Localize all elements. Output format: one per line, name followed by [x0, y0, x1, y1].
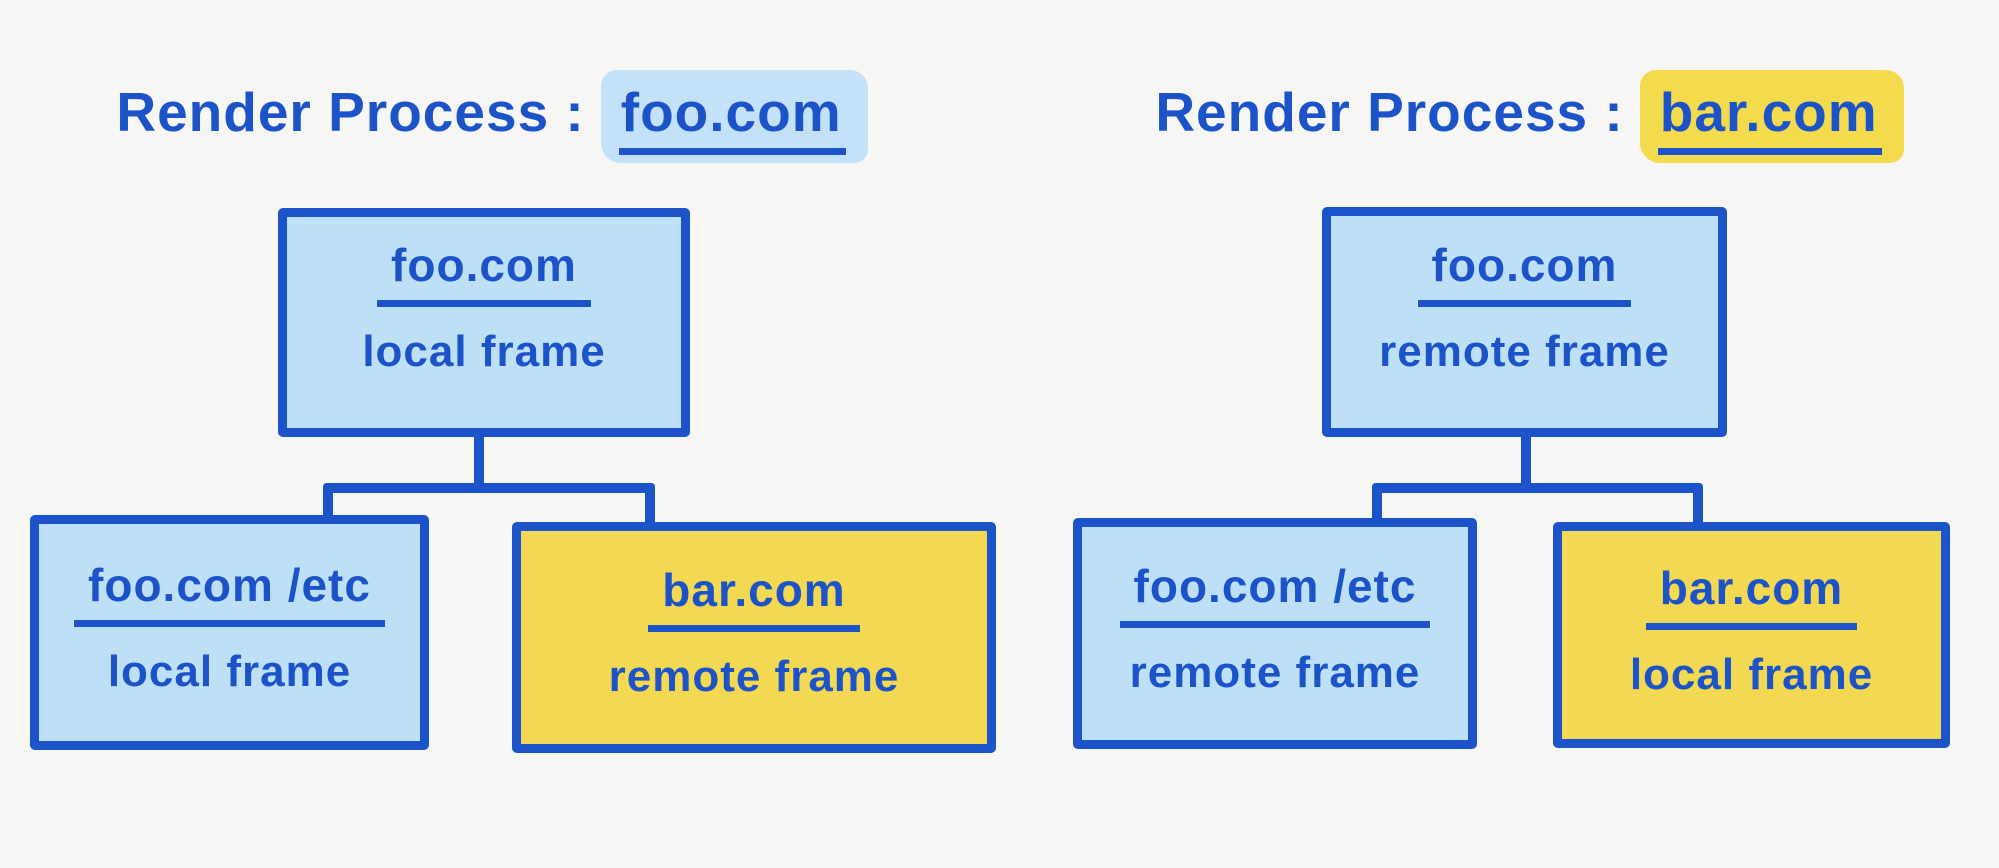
frame-origin: bar.com — [648, 563, 860, 632]
frame-type: local frame — [1629, 649, 1874, 699]
connector-drop-right — [1693, 483, 1703, 532]
child-frame-box-left: foo.com /etc remote frame — [1073, 518, 1477, 749]
child-frame-box-right: bar.com remote frame — [512, 522, 996, 753]
title-domain: bar.com — [1657, 80, 1882, 155]
title-domain-highlight: bar.com — [1639, 70, 1904, 163]
frame-origin: foo.com — [1417, 238, 1632, 307]
title-domain-highlight: foo.com — [600, 70, 868, 163]
frame-type: local frame — [362, 327, 606, 376]
connector-horizontal — [323, 483, 655, 493]
frame-type: remote frame — [608, 652, 900, 701]
connector-horizontal — [1372, 483, 1703, 493]
frame-origin: foo.com /etc — [1119, 559, 1431, 628]
diagram-title: Render Process : foo.com — [0, 70, 992, 163]
frame-origin: bar.com — [1645, 561, 1858, 630]
title-prefix: Render Process : — [116, 81, 585, 143]
connector-drop-right — [645, 483, 655, 532]
frame-origin: foo.com /etc — [74, 558, 385, 627]
title-domain: foo.com — [618, 80, 846, 155]
frame-origin: foo.com — [377, 238, 591, 307]
frame-type: remote frame — [1379, 326, 1670, 376]
render-process-foo-diagram: Render Process : foo.com foo.com local f… — [0, 70, 996, 753]
root-frame-box: foo.com local frame — [278, 208, 690, 437]
root-frame-box: foo.com remote frame — [1322, 207, 1727, 437]
connector-drop-left — [323, 483, 333, 525]
child-frame-box-left: foo.com /etc local frame — [30, 515, 429, 750]
connector-stub — [474, 428, 484, 492]
render-process-bar-diagram: Render Process : bar.com foo.com remote … — [1000, 0, 1999, 868]
frame-type: remote frame — [1129, 648, 1421, 697]
title-prefix: Render Process : — [1155, 81, 1624, 143]
connector-drop-left — [1372, 483, 1382, 528]
frame-type: local frame — [107, 647, 352, 696]
connector-stub — [1521, 428, 1531, 492]
diagram-title: Render Process : bar.com — [1030, 70, 1999, 163]
child-frame-box-right: bar.com local frame — [1553, 522, 1950, 748]
